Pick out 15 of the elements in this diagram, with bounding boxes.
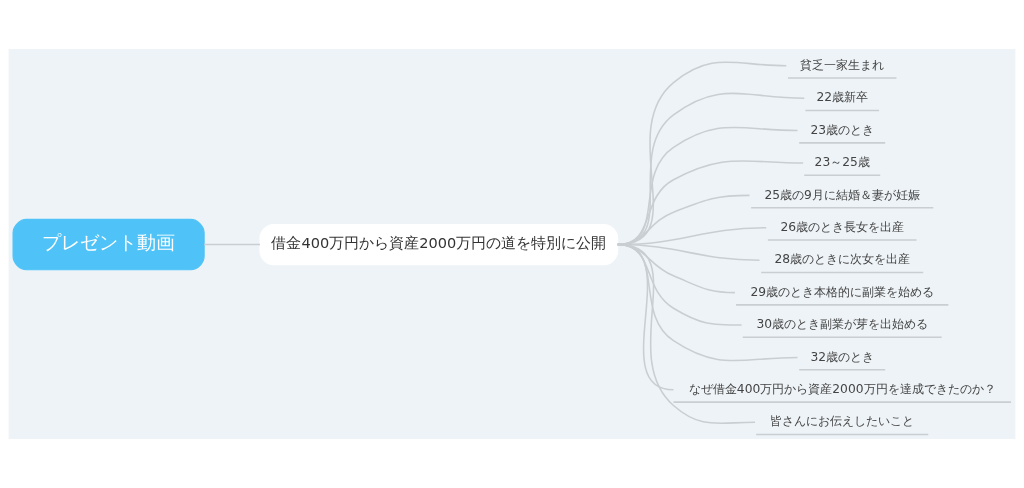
node-text: 30歳のとき副業が芽を出始める: [756, 317, 929, 332]
node-text: 32歳のとき: [810, 349, 875, 364]
node-text: 23～25歳: [814, 155, 870, 170]
node-text: 28歳のときに次女を出産: [774, 252, 911, 267]
connector: [203, 243, 261, 246]
node-text: 皆さんにお伝えしたいこと: [770, 414, 915, 429]
node-text: 29歳のとき本格的に副業を始める: [750, 284, 935, 299]
node-text: 23歳のとき: [810, 122, 875, 137]
node-text: なぜ借金400万円から資産2000万円を達成できたのか？: [688, 381, 996, 396]
node-box: 借金400万円から資産2000万円の道を特別に公開: [259, 223, 619, 266]
node-text: 25歳の9月に結婚＆妻が妊娠: [764, 187, 920, 202]
node-text: 26歳のとき長女を出産: [780, 219, 905, 234]
node-text: 22歳新卒: [816, 90, 869, 105]
node-box: プレゼント動画: [12, 218, 205, 271]
node-text: 貧乏一家生まれ: [800, 57, 885, 72]
